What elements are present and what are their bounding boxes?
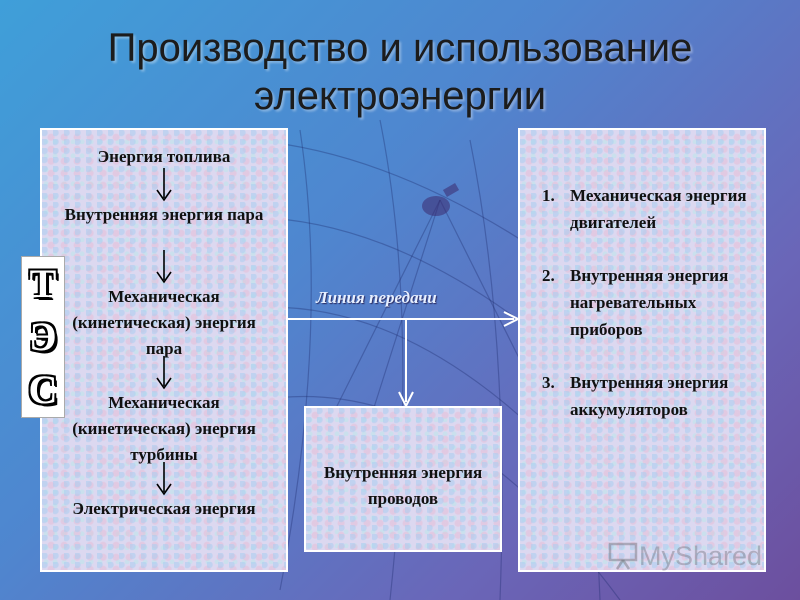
- chain-arrow-1: [156, 168, 172, 202]
- usage-list: 1. Механическая энергия двигателей 2. Вн…: [542, 182, 762, 449]
- tes-label-box: Т Э С: [21, 256, 65, 418]
- usage-item-motors: 1. Механическая энергия двигателей: [542, 182, 762, 236]
- usage-panel: 1. Механическая энергия двигателей 2. Вн…: [518, 128, 766, 572]
- usage-text: Внутренняя энергия аккумуляторов: [570, 373, 729, 419]
- wires-energy-text: Внутренняя энергия проводов: [323, 463, 483, 508]
- chain-arrow-3: [156, 356, 172, 390]
- wires-energy-box: Внутренняя энергия проводов: [304, 406, 502, 552]
- transmission-arrows: [288, 311, 521, 409]
- usage-text: Механическая энергия двигателей: [570, 186, 747, 232]
- title-line-1: Производство и использование: [107, 26, 693, 70]
- usage-number: 1.: [542, 186, 555, 205]
- chain-arrow-2: [156, 250, 172, 284]
- stage-electrical-energy: Электрическая энергия: [72, 499, 256, 518]
- title-line-2: электроэнергии: [253, 74, 547, 118]
- stage-fuel-energy: Энергия топлива: [97, 147, 231, 166]
- usage-text: Внутренняя энергия нагревательных прибор…: [570, 266, 729, 339]
- watermark: MyShared: [607, 536, 762, 576]
- tes-letter-e: Э: [29, 313, 57, 359]
- stage-steam-internal-energy: Внутренняя энергия пара: [64, 205, 264, 224]
- stage-turbine-kinetic-energy: Механическая (кинетическая) энергия турб…: [72, 393, 256, 464]
- production-panel: Энергия топлива Внутренняя энергия пара …: [40, 128, 288, 572]
- usage-number: 2.: [542, 266, 555, 285]
- usage-number: 3.: [542, 373, 555, 392]
- chain-arrow-4: [156, 462, 172, 496]
- tes-letter-s: С: [28, 367, 58, 413]
- transmission-line-label: Линия передачи: [316, 288, 437, 307]
- watermark-text: MyShared: [639, 540, 763, 571]
- tes-letter-t: Т: [29, 260, 57, 306]
- stage-steam-kinetic-energy: Механическая (кинетическая) энергия пара: [72, 287, 256, 358]
- usage-item-batteries: 3. Внутренняя энергия аккумуляторов: [542, 369, 762, 423]
- presentation-board-icon: [608, 542, 638, 570]
- page-title: Производство и использование электроэнер…: [0, 24, 800, 120]
- usage-item-heaters: 2. Внутренняя энергия нагревательных при…: [542, 262, 762, 343]
